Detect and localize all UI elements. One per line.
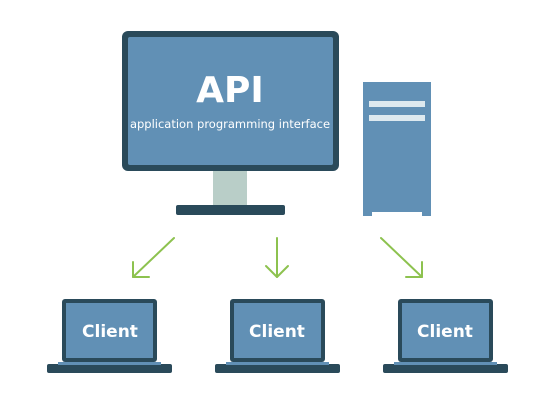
tower-slot-bottom <box>369 115 425 121</box>
client-label: Client <box>82 322 138 342</box>
client-laptop-2: Client <box>215 299 340 373</box>
laptop-base-strip <box>394 362 497 365</box>
monitor-stand-base <box>176 205 285 215</box>
tower-foot-right <box>422 210 431 216</box>
monitor-screen <box>128 37 333 165</box>
laptop-base <box>47 364 172 373</box>
client-label: Client <box>417 322 473 342</box>
client-label: Client <box>249 322 305 342</box>
arrow-down-icon <box>265 237 289 278</box>
monitor-stand-neck <box>213 170 247 206</box>
laptop-screen <box>402 303 489 358</box>
api-subtitle: application programming interface <box>130 117 330 131</box>
laptop-base-strip <box>226 362 329 365</box>
laptop-base-strip <box>58 362 161 365</box>
laptop-base <box>383 364 508 373</box>
laptop-screen <box>234 303 321 358</box>
arrows <box>132 237 423 278</box>
client-laptop-3: Client <box>383 299 508 373</box>
server-tower-icon <box>363 82 431 216</box>
api-monitor: API application programming interface <box>122 31 339 215</box>
arrow-left-icon <box>132 237 175 278</box>
tower-slot-top <box>369 101 425 107</box>
tower-foot-left <box>363 210 372 216</box>
api-title: API <box>196 70 264 111</box>
laptop-base <box>215 364 340 373</box>
laptop-screen <box>66 303 153 358</box>
client-laptop-1: Client <box>47 299 172 373</box>
arrow-right-icon <box>380 237 423 278</box>
